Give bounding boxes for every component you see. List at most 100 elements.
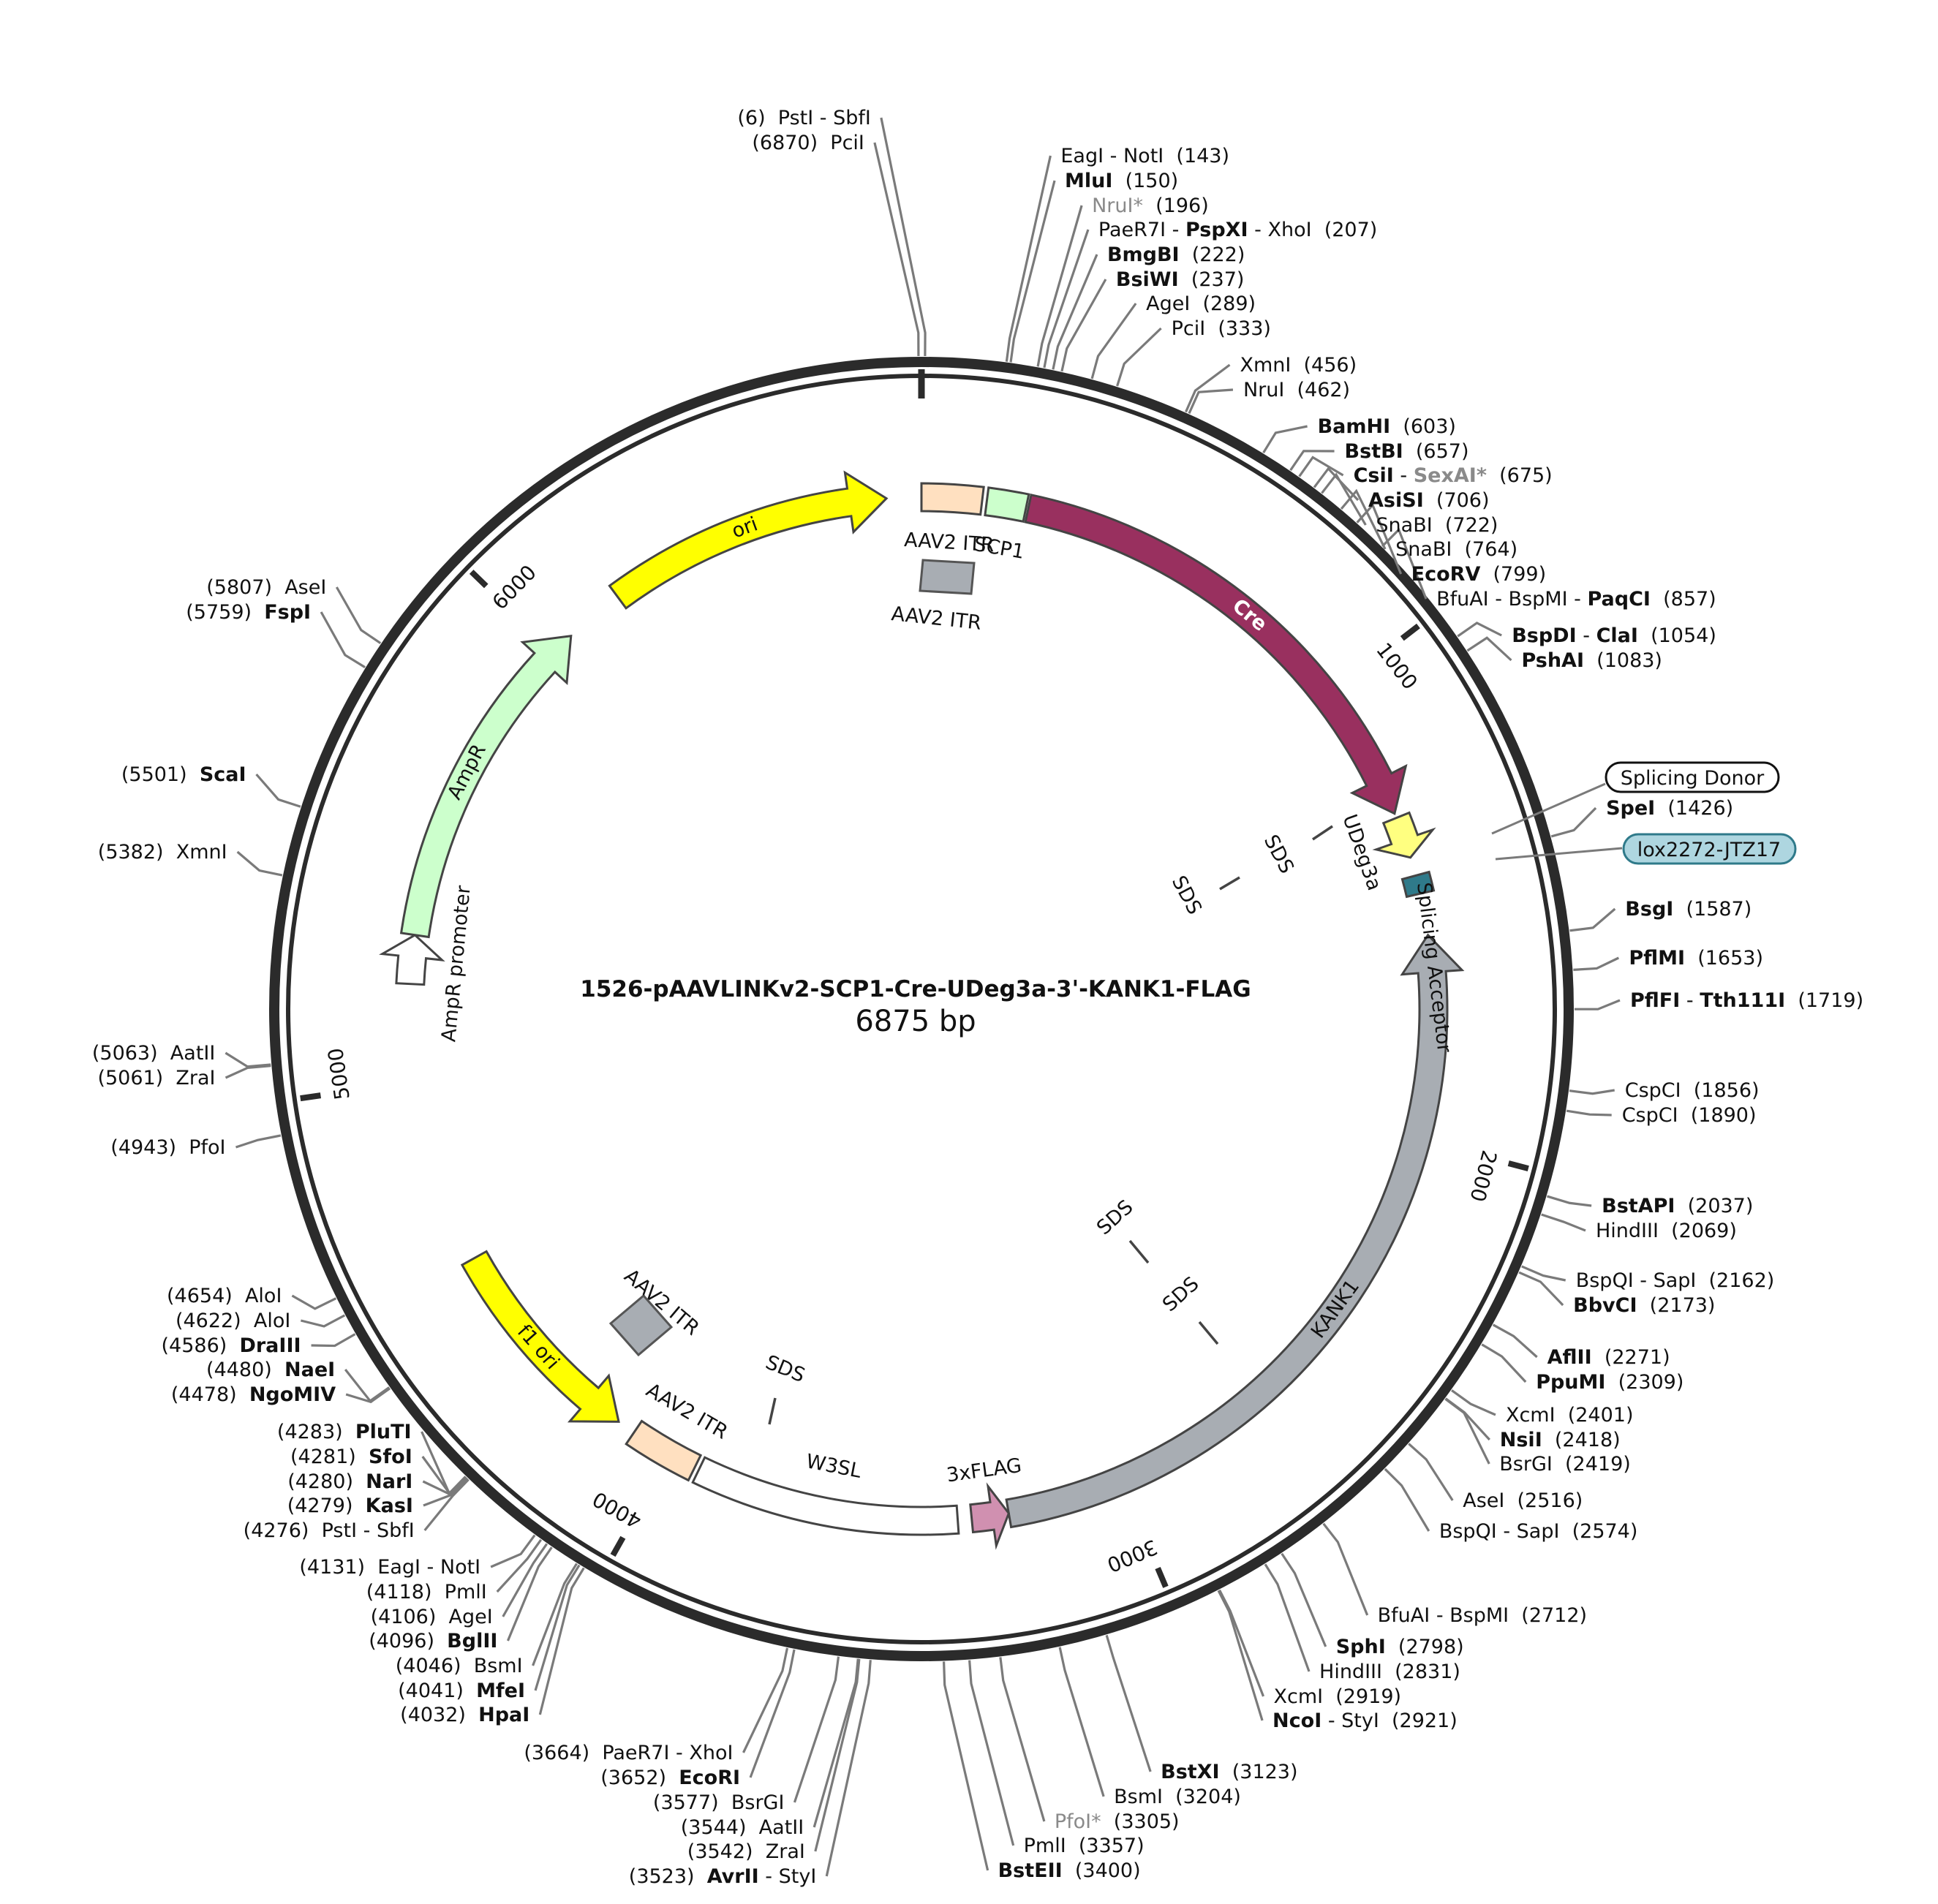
- site-leader: [1381, 527, 1428, 600]
- sds-marks: SDS SDS SDS SDS SDS: [762, 825, 1333, 1425]
- site-part: (1719): [1785, 989, 1863, 1012]
- site-part: (5061) ZraI: [97, 1067, 215, 1089]
- site-part: PciI (333): [1172, 317, 1271, 340]
- site-part: BstXI: [1161, 1761, 1219, 1783]
- feature-label-ampr-promoter: AmpR promoter: [437, 884, 475, 1043]
- site-part: (5382) XmnI: [98, 841, 227, 864]
- site-part: BspQI - SapI (2162): [1576, 1269, 1775, 1292]
- site-part: NruI (462): [1243, 379, 1350, 401]
- site-label-4281: (4281) SfoI: [290, 1446, 412, 1468]
- site-leader: [255, 773, 301, 808]
- site-leader: [1481, 1343, 1527, 1383]
- site-part: HindIII (2831): [1319, 1661, 1460, 1683]
- site-label-3123: BstXI (3123): [1161, 1761, 1297, 1783]
- site-label-1653: PflMI (1653): [1629, 947, 1763, 970]
- feature-udeg3a: [1372, 811, 1436, 859]
- site-leader: [1541, 1213, 1586, 1232]
- site-part: PaeR7I -: [1098, 219, 1185, 241]
- site-label-4046: (4046) BsmI: [396, 1655, 523, 1677]
- site-leader: [236, 850, 283, 877]
- site-part: (1054): [1638, 624, 1716, 647]
- site-part: PshAI: [1521, 649, 1584, 672]
- tick-2000: [1507, 1160, 1529, 1171]
- site-label-5061: (5061) ZraI: [97, 1067, 215, 1089]
- site-leader: [1356, 502, 1403, 575]
- site-part: (5807) AseI: [206, 576, 326, 599]
- site-leader: [1547, 1195, 1592, 1207]
- site-leader: [506, 1546, 553, 1642]
- site-label-6: (6) PstI - SbfI: [737, 107, 871, 129]
- site-leader: [1009, 180, 1056, 363]
- site-part: SnaBI (764): [1395, 538, 1517, 561]
- site-part: (4041): [398, 1680, 476, 1702]
- site-label-5382: (5382) XmnI: [98, 841, 227, 864]
- site-label-3204: BsmI (3204): [1114, 1786, 1241, 1808]
- site-part: (3305): [1101, 1810, 1180, 1833]
- site-label-1890: CspCI (1890): [1622, 1104, 1757, 1127]
- site-part: (1426): [1655, 797, 1733, 820]
- site-leader: [311, 1333, 356, 1348]
- site-part: (5759): [186, 601, 264, 624]
- site-leader: [423, 1477, 469, 1507]
- feature-label-3xflag: 3xFLAG: [945, 1454, 1023, 1487]
- site-label-2712: BfuAI - BspMI (2712): [1378, 1604, 1587, 1627]
- site-leader: [423, 1478, 470, 1532]
- site-leader: [1340, 488, 1387, 550]
- site-label-657: BstBI (657): [1345, 440, 1469, 463]
- site-part: (4283): [277, 1421, 355, 1443]
- site-label-5807: (5807) AseI: [206, 576, 326, 599]
- site-label-3357: PmlI (3357): [1024, 1835, 1145, 1857]
- site-part: PmlI (3357): [1024, 1835, 1145, 1857]
- site-part: PpuMI: [1536, 1371, 1605, 1394]
- site-label-2173: BbvCI (2173): [1573, 1294, 1715, 1317]
- site-label-2919: XcmI (2919): [1274, 1685, 1402, 1708]
- site-label-2516: AseI (2516): [1463, 1489, 1583, 1512]
- sds-label-1: SDS: [1259, 831, 1298, 877]
- site-label-4283: (4283) PluTI: [277, 1421, 412, 1443]
- site-leader: [235, 1134, 282, 1149]
- tick-5000: [300, 1092, 322, 1102]
- site-part: -: [1680, 989, 1700, 1012]
- site-part: (196): [1143, 194, 1209, 217]
- site-part: PflMI: [1629, 947, 1685, 970]
- site-part: (1653): [1685, 947, 1763, 970]
- site-label-143: EagI - NotI (143): [1060, 145, 1229, 167]
- site-part: SpeI: [1606, 797, 1655, 820]
- site-part: (4032): [400, 1704, 478, 1726]
- site-part: EagI - NotI: [1060, 145, 1164, 167]
- site-part: (4586): [162, 1334, 240, 1357]
- feature-label-scp1: SCP1: [972, 533, 1026, 564]
- feature-label-aav2-itr: AAV2 ITR: [903, 529, 995, 556]
- site-part: - StyI (2921): [1321, 1710, 1458, 1732]
- tick-6000: [469, 570, 489, 589]
- site-part: KasI: [366, 1495, 413, 1517]
- site-label-3400: BstEII (3400): [998, 1859, 1141, 1882]
- site-label-4118: (4118) PmlI: [366, 1581, 487, 1603]
- inner-itr-1-label: AAV2 ITR: [890, 602, 982, 635]
- site-part: (2173): [1637, 1294, 1716, 1317]
- site-label-6870: (6870) PciI: [752, 132, 864, 154]
- tick-label-3000: 3000: [1104, 1535, 1161, 1577]
- feature-lox2272: [1400, 870, 1436, 899]
- site-label-2418: NsiI (2418): [1500, 1429, 1621, 1451]
- site-part: (4046) BsmI: [396, 1655, 523, 1677]
- inner-itr-1: AAV2 ITR: [890, 559, 982, 635]
- site-part: (143): [1164, 145, 1229, 167]
- site-label-2309: PpuMI (2309): [1536, 1371, 1684, 1394]
- tick-label-1000: 1000: [1371, 638, 1422, 695]
- site-leader: [538, 1567, 585, 1715]
- sds-label-3: SDS: [1093, 1195, 1138, 1239]
- site-label-4622: (4622) AloI: [176, 1310, 290, 1332]
- site-leader: [942, 1661, 989, 1871]
- tick-3000: [1155, 1566, 1169, 1588]
- site-leader: [1321, 472, 1367, 526]
- site-part: (4276) PstI - SbfI: [244, 1519, 415, 1542]
- site-part: (1083): [1584, 649, 1662, 672]
- site-label-1054: BspDI - ClaI (1054): [1512, 624, 1716, 647]
- feature-aav2-itr: [920, 482, 985, 516]
- plasmid-size: 6875 bp: [855, 1005, 976, 1038]
- site-label-3305: PfoI* (3305): [1055, 1810, 1180, 1833]
- site-part: PfoI*: [1055, 1810, 1101, 1833]
- site-leader: [1492, 1323, 1538, 1359]
- site-part: (799): [1480, 563, 1546, 586]
